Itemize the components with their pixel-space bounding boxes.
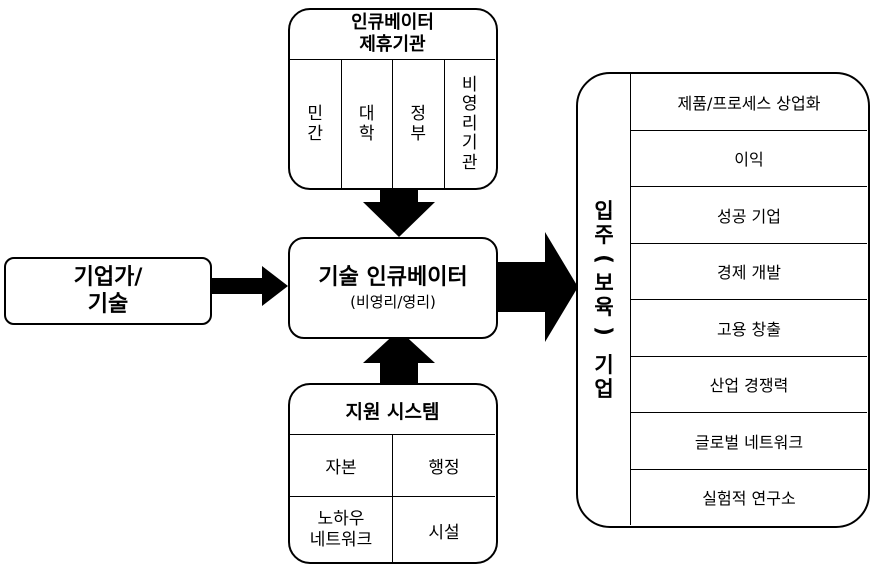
- tenant-char: 기: [594, 352, 614, 377]
- tenant-company-label: 입 주 ( 보 육 ) 기 업: [578, 74, 630, 525]
- partner-char: 영: [461, 94, 478, 115]
- partner-char: 비: [461, 74, 478, 95]
- partner-char: 간: [307, 123, 324, 144]
- entrepreneur-line1: 기업가/: [73, 265, 143, 290]
- partner-char: 관: [461, 152, 478, 173]
- partner-column-nonprofit: 비 영 리 기 관: [445, 60, 496, 188]
- support-system-title: 지원 시스템: [345, 400, 440, 423]
- support-system-grid: 자본 행정 노하우 네트워크 시설: [290, 434, 495, 562]
- outcome-item: 고용 창출: [631, 300, 867, 357]
- outcome-item: 산업 경쟁력: [631, 357, 867, 413]
- tenant-char: (: [591, 253, 616, 264]
- support-cell-knowhow-line1: 노하우: [317, 509, 365, 529]
- partner-column-government: 정 부: [393, 60, 445, 188]
- tenant-char: 육: [594, 294, 614, 319]
- outcome-item: 경제 개발: [631, 244, 867, 300]
- partner-char: 학: [358, 123, 375, 144]
- outcome-item: 이익: [631, 131, 867, 187]
- incubator-partners-title-line2: 제휴기관: [359, 34, 426, 55]
- tenant-char: 입: [594, 198, 614, 223]
- arrow-up-icon: [363, 330, 435, 384]
- incubator-partners-box: 인큐베이터 제휴기관 민 간 대 학 정 부 비 영 리 기 관: [288, 8, 498, 190]
- arrow-right-big-icon: [497, 232, 578, 342]
- partner-column-private: 민 간: [290, 60, 342, 188]
- partner-char: 리: [461, 113, 478, 134]
- tenant-char: ): [591, 325, 616, 336]
- tenant-company-box: 입 주 ( 보 육 ) 기 업 제품/프로세스 상업화 이익 성공 기업 경제 …: [576, 72, 870, 528]
- incubator-partners-title-line1: 인큐베이터: [351, 12, 434, 33]
- arrow-right-small-icon: [212, 266, 288, 306]
- partner-char: 대: [358, 103, 375, 124]
- partner-column-university: 대 학: [342, 60, 393, 188]
- support-cell-facilities: 시설: [428, 522, 460, 543]
- tech-incubator-box: 기술 인큐베이터 (비영리/영리): [288, 237, 498, 339]
- partner-char: 기: [461, 133, 478, 154]
- support-cell-administration: 행정: [393, 435, 495, 497]
- arrow-down-icon: [363, 188, 435, 237]
- tenant-char: 업: [594, 376, 614, 401]
- support-system-box: 지원 시스템 자본 행정 노하우 네트워크 시설: [288, 383, 498, 564]
- incubator-partners-columns: 민 간 대 학 정 부 비 영 리 기 관: [290, 59, 496, 188]
- outcome-list: 제품/프로세스 상업화 이익 성공 기업 경제 개발 고용 창출 산업 경쟁력 …: [630, 74, 867, 525]
- support-cell-knowhow: 노하우 네트워크: [290, 497, 393, 562]
- tech-incubator-title: 기술 인큐베이터: [318, 265, 468, 290]
- incubator-partners-title: 인큐베이터 제휴기관: [290, 12, 495, 60]
- partner-char: 민: [307, 103, 324, 124]
- outcome-item: 실험적 연구소: [702, 489, 796, 509]
- tenant-char: 주: [594, 222, 614, 247]
- outcome-item: 제품/프로세스 상업화: [631, 74, 867, 131]
- partner-char: 정: [410, 103, 427, 124]
- support-cell-capital: 자본: [290, 435, 393, 497]
- support-cell-knowhow-line2: 네트워크: [309, 530, 373, 550]
- tenant-char: 보: [594, 270, 614, 295]
- partner-char: 부: [410, 123, 427, 144]
- outcome-item: 글로벌 네트워크: [631, 413, 867, 470]
- entrepreneur-box: 기업가/ 기술: [4, 257, 212, 325]
- tech-incubator-subtitle: (비영리/영리): [350, 293, 436, 311]
- outcome-item: 성공 기업: [631, 187, 867, 244]
- entrepreneur-line2: 기술: [87, 292, 129, 317]
